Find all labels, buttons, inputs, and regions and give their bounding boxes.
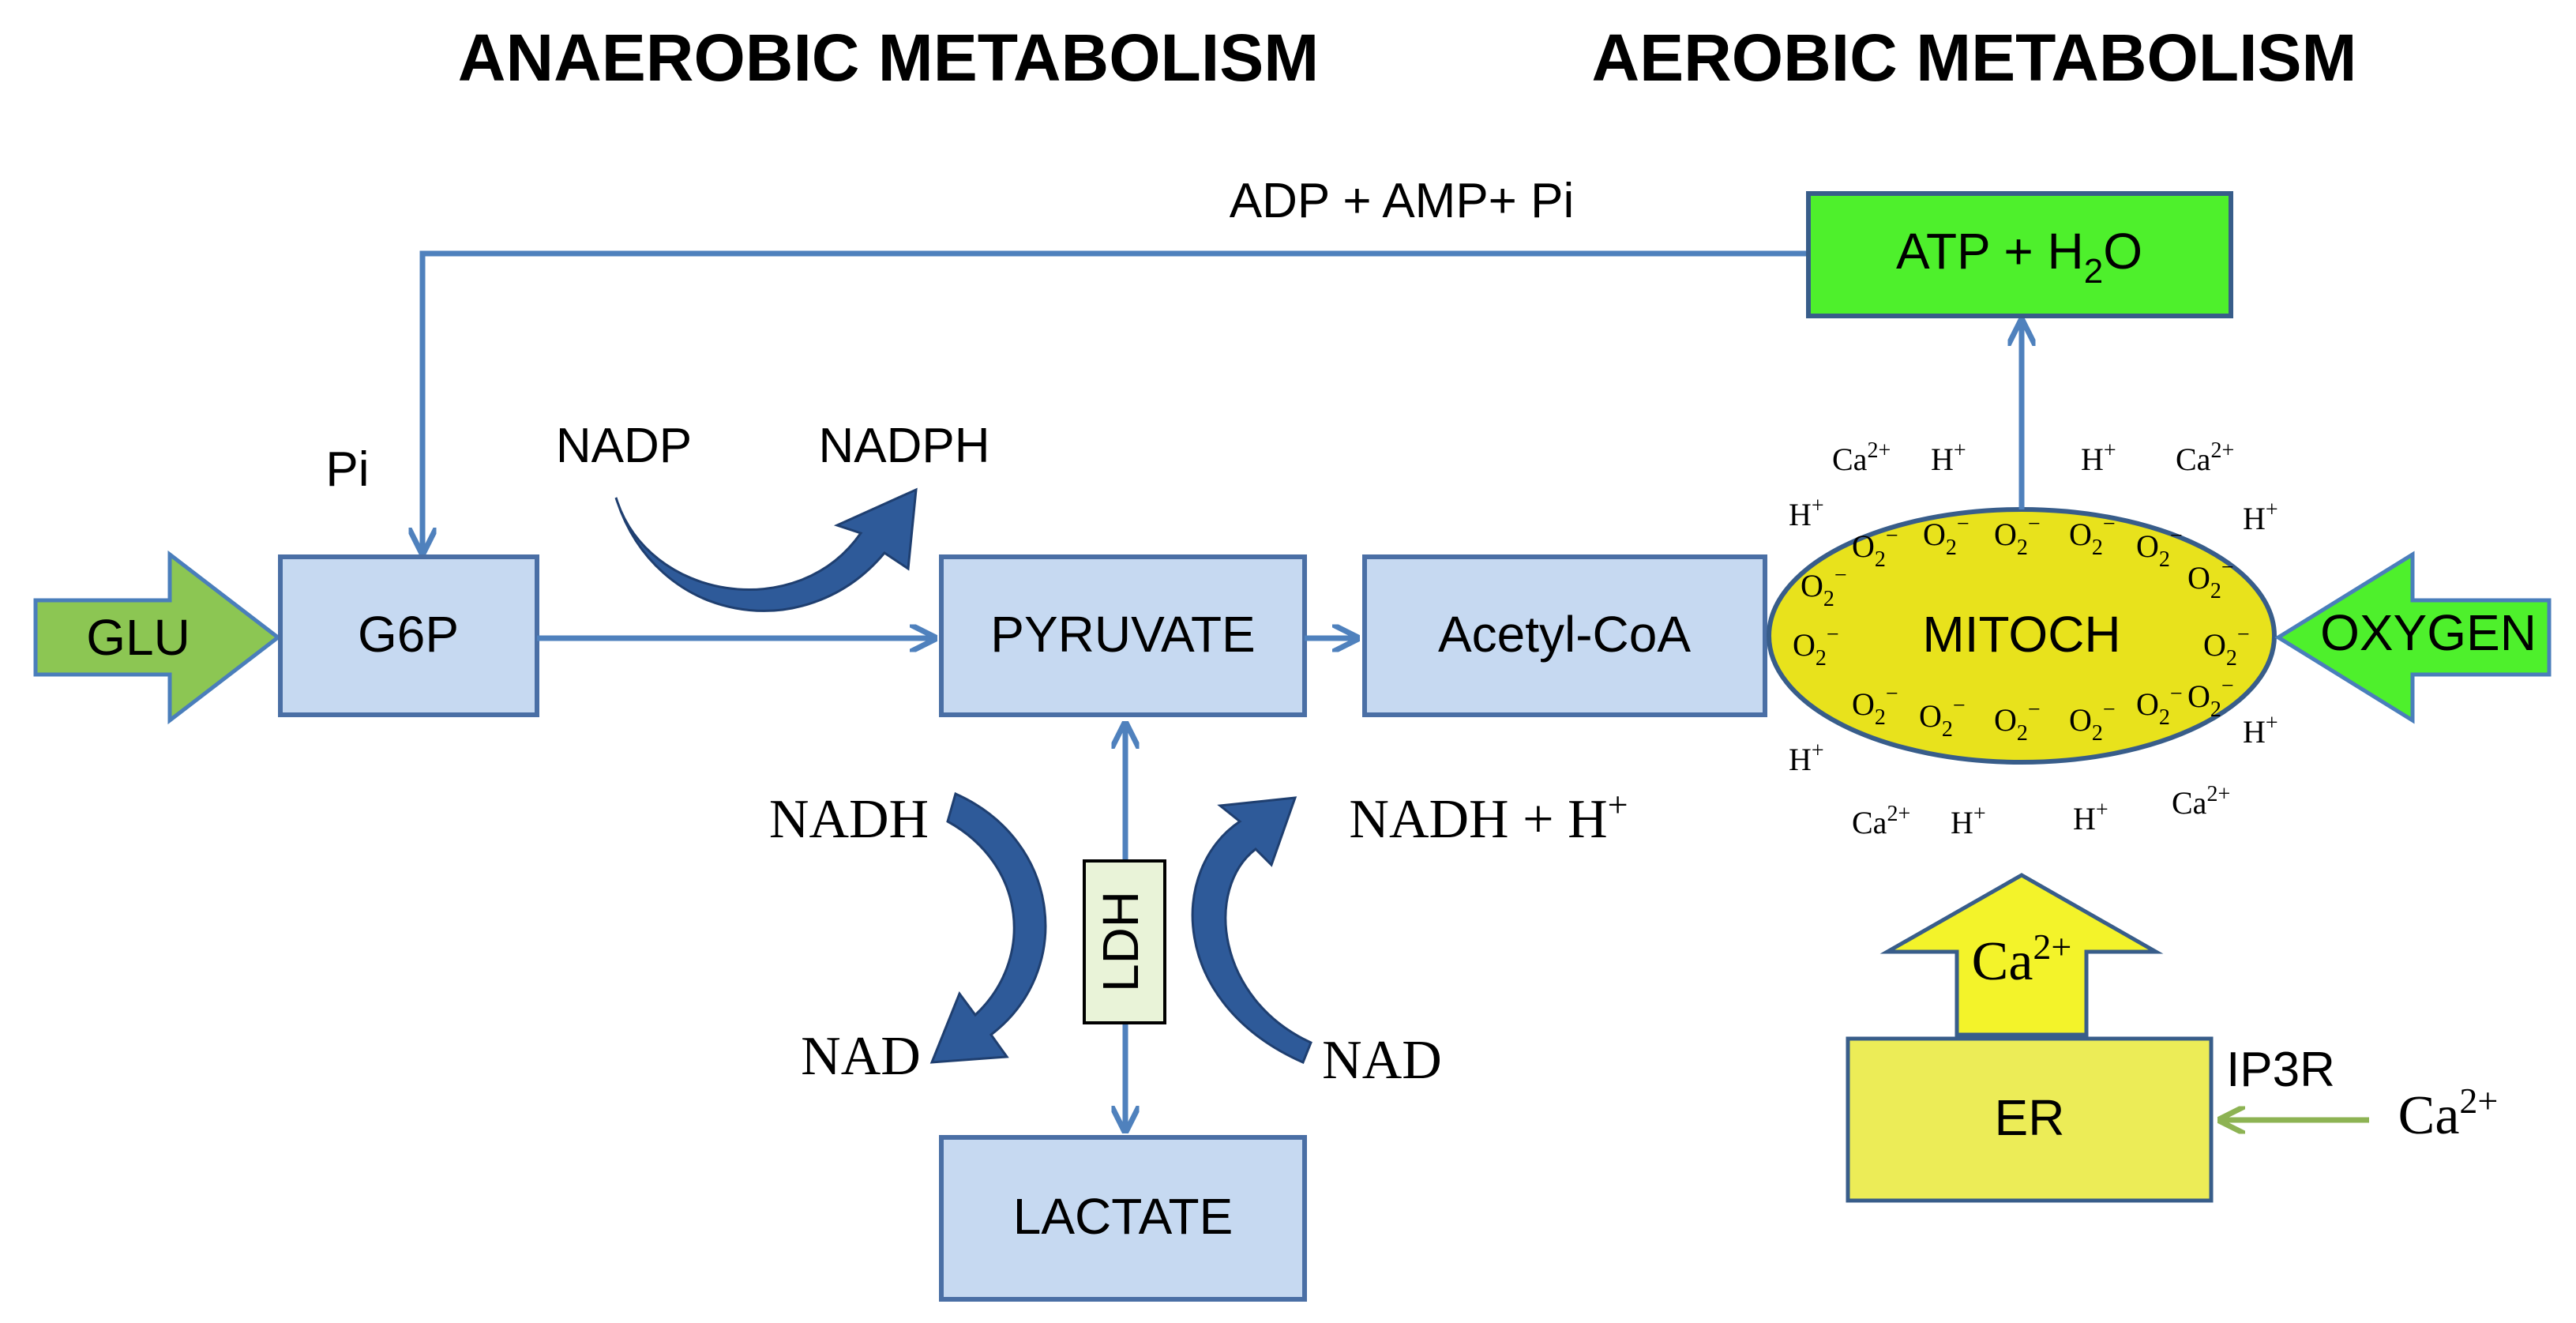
o2-label: O2− — [2203, 622, 2250, 671]
ca-release-arrow — [1879, 873, 2164, 1037]
oxygen-label: OXYGEN — [2320, 604, 2537, 661]
ca-ion-label: Ca2+ — [1852, 802, 1910, 840]
o2-label: O2− — [2136, 682, 2183, 730]
ca-entry-label: Ca2+ — [2398, 1081, 2499, 1146]
h-ion-label: H+ — [2243, 711, 2278, 750]
ca-ion-label: Ca2+ — [2172, 782, 2230, 821]
h-ion-label: H+ — [1789, 739, 1824, 777]
ca-release-label: Ca2+ — [1972, 926, 2072, 992]
g6p-label: G6P — [358, 606, 459, 663]
o2-label: O2− — [2136, 524, 2183, 572]
nadp-label: NADP — [556, 419, 692, 473]
lactate-box — [939, 1135, 1307, 1302]
nadh-left-label: NADH — [769, 789, 929, 850]
acetyl-coa-box — [1362, 554, 1767, 717]
nadh-to-nad-curved-arrow — [929, 791, 1047, 1064]
pyruvate-box — [939, 554, 1307, 717]
er-box — [1846, 1036, 2214, 1203]
o2-label: O2− — [2187, 674, 2234, 722]
o2-label: O2− — [2187, 555, 2234, 603]
o2-label: O2− — [2069, 512, 2116, 560]
o2-label: O2− — [2069, 697, 2116, 746]
ldh-label: LDH — [1092, 891, 1149, 992]
h-ion-label: H+ — [1931, 438, 1966, 477]
h-ion-label: H+ — [1789, 494, 1824, 532]
ip3r-label: IP3R — [2226, 1043, 2335, 1097]
atp-feedback-arrow — [422, 250, 1808, 550]
h-ion-label: H+ — [2243, 498, 2278, 536]
atp-h2o-label: ATP + H2O — [1896, 223, 2142, 291]
o2-label: O2− — [1801, 563, 1847, 611]
ldh-box — [1083, 859, 1166, 1024]
ca-ion-label: Ca2+ — [1832, 438, 1891, 477]
nad-left-label: NAD — [801, 1026, 921, 1087]
h-ion-label: H+ — [2081, 438, 2116, 477]
o2-label: O2− — [1852, 524, 1898, 572]
er-label: ER — [1995, 1089, 2065, 1146]
o2-label: O2− — [1852, 682, 1898, 730]
nadph-label: NADPH — [818, 419, 989, 473]
o2-label: O2− — [1919, 693, 1966, 742]
h-ion-label: H+ — [1951, 802, 1986, 840]
h-ion-label: H+ — [2073, 798, 2108, 836]
lactate-label: LACTATE — [1013, 1188, 1234, 1245]
adp-label: ADP + AMP+ Pi — [1230, 174, 1575, 228]
pyruvate-label: PYRUVATE — [990, 606, 1255, 663]
pi-label: Pi — [325, 442, 369, 497]
anaerobic-heading: ANAEROBIC METABOLISM — [458, 21, 1319, 95]
o2-label: O2− — [1793, 622, 1839, 671]
ion-labels: Ca2+ H+ H+ Ca2+ H+ H+ H+ H+ Ca2+ H+ H+ C… — [1789, 438, 2278, 840]
o2-label: O2− — [1923, 512, 1970, 560]
superoxide-labels: O2− O2− O2− O2− O2− O2− O2− O2− O2− O2− … — [1793, 512, 2250, 746]
acetyl-coa-label: Acetyl-CoA — [1438, 606, 1691, 663]
glu-arrow — [33, 550, 282, 725]
o2-label: O2− — [1994, 512, 2041, 560]
aerobic-heading: AEROBIC METABOLISM — [1591, 21, 2356, 95]
oxygen-arrow — [2274, 551, 2552, 724]
o2-label: O2− — [1994, 697, 2041, 746]
nadh-right-label: NADH + H+ — [1349, 784, 1628, 850]
nadp-nadph-curved-arrow — [614, 487, 918, 612]
nad-right-label: NAD — [1322, 1030, 1442, 1091]
atp-h2o-box — [1806, 191, 2233, 318]
mitoch-label: MITOCH — [1922, 606, 2120, 663]
ca-ion-label: Ca2+ — [2176, 438, 2234, 477]
nad-to-nadh-curved-arrow — [1191, 796, 1312, 1065]
glu-label: GLU — [86, 609, 190, 666]
